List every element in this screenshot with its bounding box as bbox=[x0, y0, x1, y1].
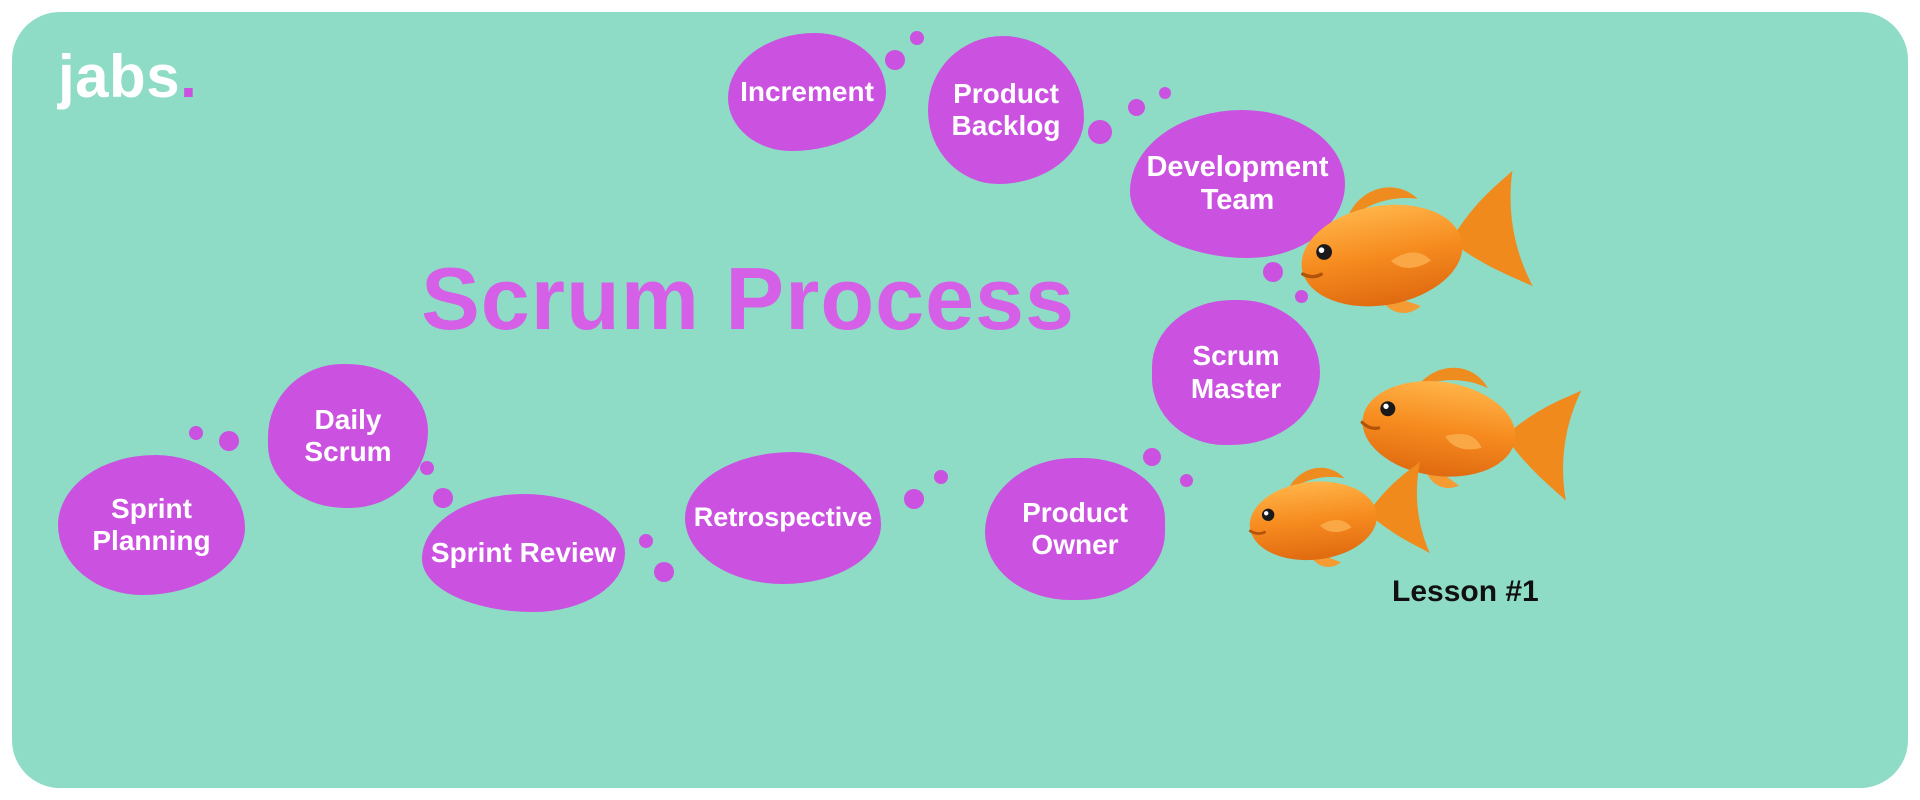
bubble-sprint-review: Sprint Review bbox=[422, 494, 625, 612]
bubble-label: Development Team bbox=[1146, 150, 1329, 216]
bubble-daily-scrum: Daily Scrum bbox=[268, 364, 428, 508]
bubble-sprint-planning: Sprint Planning bbox=[58, 455, 245, 595]
thought-dot bbox=[1263, 262, 1283, 282]
bubble-label: Increment bbox=[740, 75, 874, 107]
thought-dot bbox=[433, 488, 453, 508]
bubble-product-owner: Product Owner bbox=[985, 458, 1165, 600]
bubble-label: Product Owner bbox=[1022, 496, 1128, 560]
bubble-label: Sprint Planning bbox=[92, 492, 211, 556]
thought-dot bbox=[639, 534, 653, 548]
thought-dot bbox=[1128, 99, 1145, 116]
brand-logo-dot: . bbox=[180, 43, 198, 110]
thought-dot bbox=[219, 431, 239, 451]
page-title: Scrum Process bbox=[421, 249, 1075, 348]
lesson-badge: Lesson #1 bbox=[1392, 575, 1539, 608]
thought-dot bbox=[1143, 448, 1161, 466]
thought-dot bbox=[1159, 87, 1171, 99]
bubble-development-team: Development Team bbox=[1130, 110, 1345, 258]
bubble-label: Product Backlog bbox=[951, 77, 1061, 141]
thought-dot bbox=[1088, 120, 1112, 144]
brand-logo: jabs. bbox=[58, 42, 197, 111]
bubble-label: Daily Scrum bbox=[304, 403, 392, 467]
thought-dot bbox=[934, 470, 948, 484]
thought-dot bbox=[904, 489, 924, 509]
bubble-label: Retrospective bbox=[693, 502, 873, 533]
bubble-label: Sprint Review bbox=[430, 536, 617, 568]
thought-dot bbox=[654, 562, 674, 582]
bubble-scrum-master: Scrum Master bbox=[1152, 300, 1320, 445]
thought-dot bbox=[1180, 474, 1193, 487]
bubble-label: Scrum Master bbox=[1190, 340, 1282, 404]
brand-logo-text: jabs bbox=[58, 43, 181, 110]
bubble-increment: Increment bbox=[728, 33, 886, 151]
slide-background: jabs. Scrum Process Increment Product Ba… bbox=[12, 12, 1908, 788]
thought-dot bbox=[910, 31, 924, 45]
thought-dot bbox=[420, 461, 434, 475]
thought-dot bbox=[885, 50, 905, 70]
thought-dot bbox=[1295, 290, 1308, 303]
bubble-product-backlog: Product Backlog bbox=[928, 36, 1084, 184]
bubble-retrospective: Retrospective bbox=[685, 452, 881, 584]
thought-dot bbox=[189, 426, 203, 440]
goldfish-image bbox=[1243, 455, 1432, 577]
